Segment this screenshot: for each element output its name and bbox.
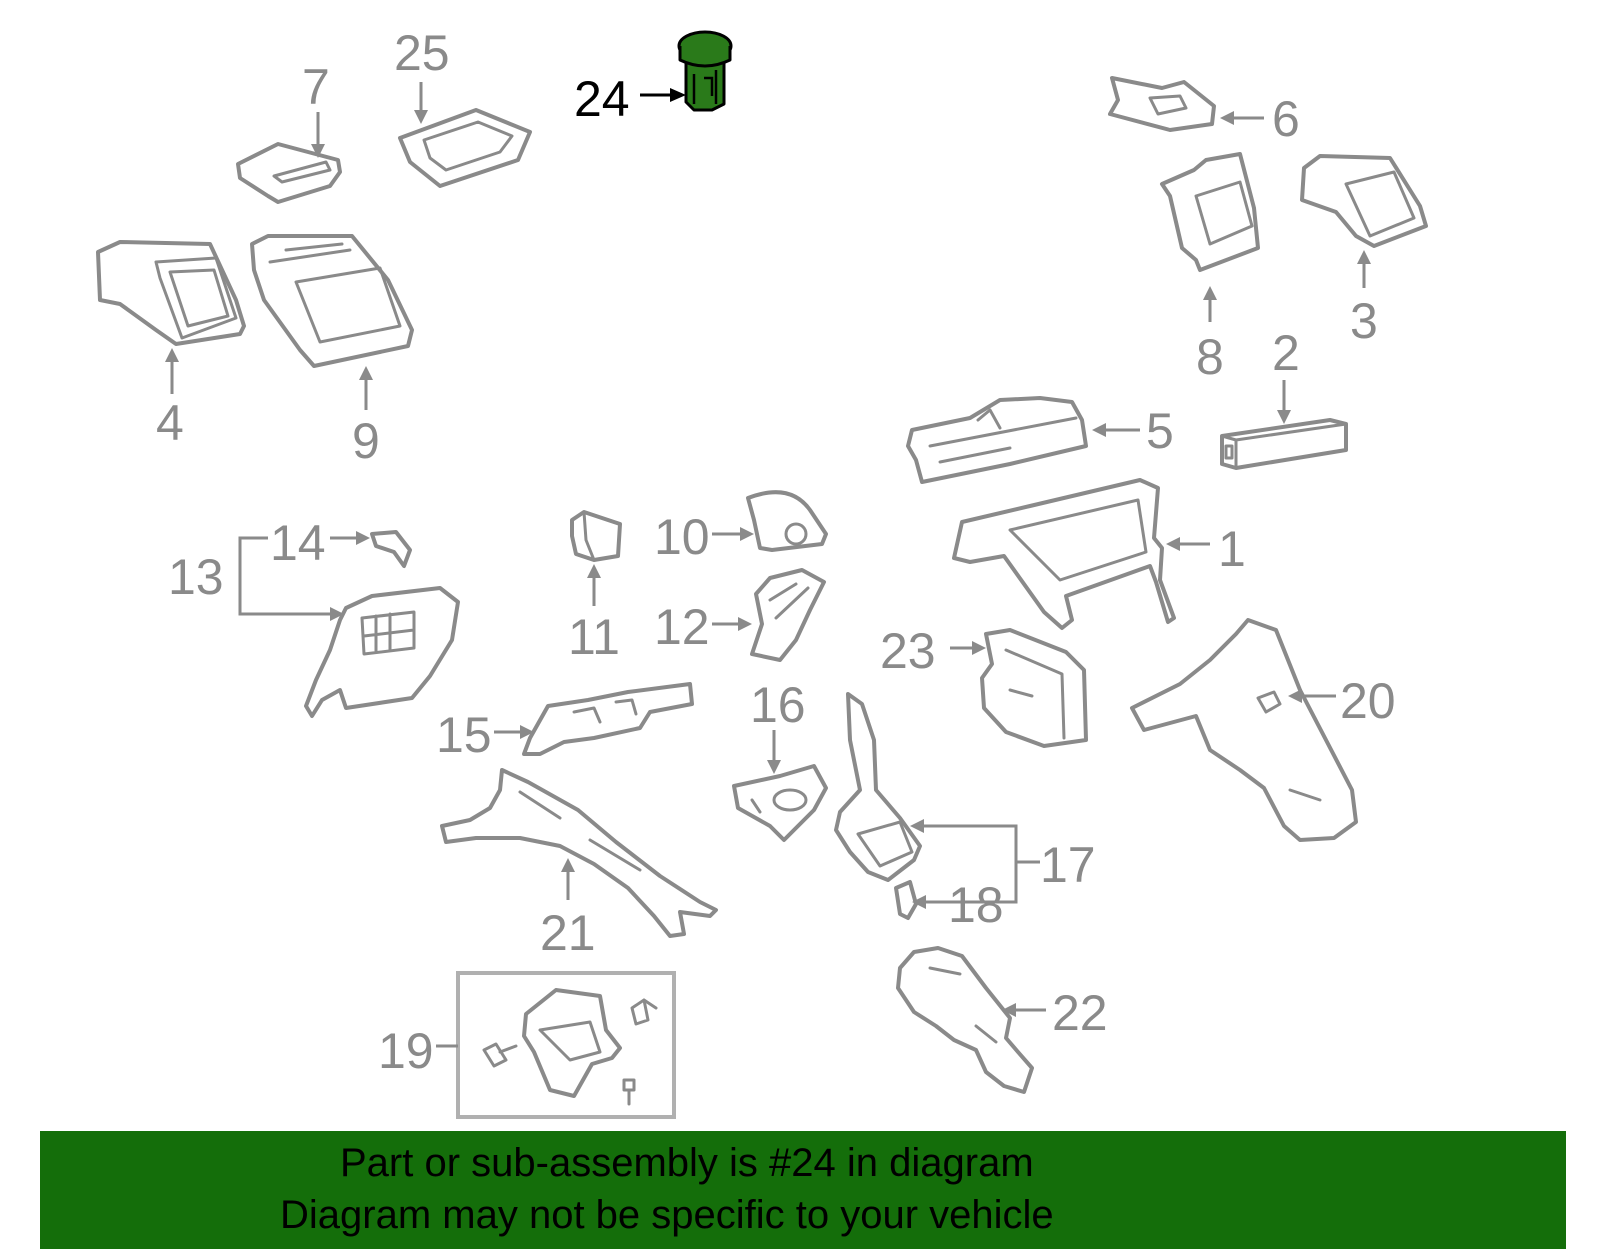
callout-16[interactable]: 16 [750, 677, 806, 733]
part-11 [570, 510, 622, 562]
part-6 [1108, 76, 1216, 132]
callout-25[interactable]: 25 [394, 25, 450, 81]
callout-22[interactable]: 22 [1052, 985, 1108, 1041]
callout-18[interactable]: 18 [948, 877, 1004, 933]
part-19-box [456, 971, 676, 1119]
arrowhead-6 [1220, 111, 1234, 125]
part-7 [236, 142, 342, 204]
part-14 [370, 530, 412, 568]
callout-15[interactable]: 15 [436, 707, 492, 763]
part-4 [96, 240, 246, 346]
part-12 [750, 568, 826, 662]
arrowhead-1 [1166, 537, 1180, 551]
callout-3[interactable]: 3 [1350, 293, 1378, 349]
callout-20[interactable]: 20 [1340, 673, 1396, 729]
part-15 [522, 682, 694, 756]
part-16 [732, 764, 828, 842]
arrowhead-13 [330, 607, 344, 621]
part-17 [834, 692, 922, 882]
callout-17[interactable]: 17 [1040, 837, 1096, 893]
part-20 [1130, 618, 1358, 842]
callout-5[interactable]: 5 [1146, 403, 1174, 459]
banner-line-1: Part or sub-assembly is #24 in diagram [340, 1141, 1034, 1185]
callout-21[interactable]: 21 [540, 905, 596, 961]
callout-2[interactable]: 2 [1272, 325, 1300, 381]
callout-8[interactable]: 8 [1196, 329, 1224, 385]
callout-9[interactable]: 9 [352, 413, 380, 469]
part-13 [304, 586, 460, 718]
callout-12[interactable]: 12 [654, 599, 710, 655]
part-2 [1220, 418, 1348, 470]
callout-6[interactable]: 6 [1272, 91, 1300, 147]
part-23 [980, 628, 1088, 748]
arrowhead-15 [520, 725, 534, 739]
part-21 [440, 768, 718, 938]
arrowhead-9 [359, 366, 373, 380]
arrowhead-5 [1092, 423, 1106, 437]
arrowhead-12 [738, 617, 752, 631]
callout-13[interactable]: 13 [168, 549, 224, 605]
callout-10[interactable]: 10 [654, 509, 710, 565]
leader-17 [924, 824, 1040, 904]
leader-13 [238, 536, 330, 616]
arrowhead-3 [1357, 250, 1371, 264]
arrowhead-14 [356, 531, 370, 545]
callout-19[interactable]: 19 [378, 1023, 434, 1079]
arrowhead-23 [972, 641, 986, 655]
callout-1[interactable]: 1 [1218, 521, 1246, 577]
arrowhead-4 [165, 348, 179, 362]
part-1 [952, 478, 1176, 630]
arrowhead-8 [1203, 286, 1217, 300]
part-18 [894, 880, 918, 920]
callout-24[interactable]: 24 [574, 71, 630, 127]
arrowhead-17 [910, 819, 924, 833]
arrowhead-16 [767, 760, 781, 774]
arrowhead-10 [740, 527, 754, 541]
arrowhead-25 [414, 110, 428, 124]
banner-line-2: Diagram may not be specific to your vehi… [280, 1193, 1054, 1237]
part-9 [250, 234, 414, 368]
arrowhead-20 [1288, 689, 1302, 703]
part-10 [746, 490, 828, 552]
callout-4[interactable]: 4 [156, 395, 184, 451]
arrowhead-18 [912, 895, 926, 909]
arrowhead-11 [587, 564, 601, 578]
info-banner: Part or sub-assembly is #24 in diagram D… [40, 1131, 1566, 1249]
callout-7[interactable]: 7 [302, 59, 330, 115]
part-5 [906, 396, 1088, 484]
part-3 [1300, 154, 1428, 248]
arrowhead-21 [561, 858, 575, 872]
arrowhead-22 [1002, 1003, 1016, 1017]
part-25 [398, 108, 532, 188]
arrowhead-2 [1277, 410, 1291, 424]
part-24-highlighted[interactable] [677, 30, 733, 112]
callout-14[interactable]: 14 [270, 515, 326, 571]
arrowhead-24 [670, 88, 686, 102]
part-8 [1160, 152, 1260, 272]
callout-23[interactable]: 23 [880, 623, 936, 679]
arrowhead-7 [311, 144, 325, 158]
callout-11[interactable]: 11 [568, 609, 620, 665]
part-22 [896, 946, 1034, 1094]
